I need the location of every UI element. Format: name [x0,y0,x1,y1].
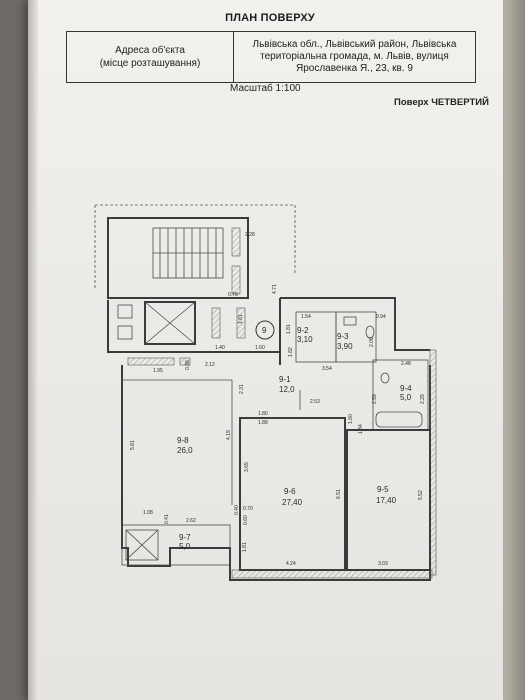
elevator-shaft [144,301,196,345]
outer-boundary-dashed [95,204,296,275]
room-id-9-7: 9-7 [179,533,191,542]
dim-label: 4.71 [272,284,278,294]
room-id-9-5: 9-5 [377,485,389,494]
balcony-shaft [125,529,159,561]
toilet-fixture [380,372,390,384]
dim-label: 2.31 [239,384,245,394]
dim-label: 1.81 [238,314,244,324]
dim-label: 0.94 [376,314,386,320]
elevator-cross [144,301,196,345]
dim-label: 1.40 [215,345,225,351]
dim-label: 1.54 [301,314,311,320]
room-9-3-outline [335,311,377,363]
shaft-hatch [211,307,221,339]
dim-label: 6.51 [336,489,342,499]
room-id-9-8: 9-8 [177,436,189,445]
address-line: Львівська обл., Львівський район, Львівс… [252,39,457,50]
shaft-hatch [236,307,246,339]
balcony-cross [125,529,159,561]
dim-label: 3.03 [378,561,388,567]
room-id-9-6: 9-6 [284,487,296,496]
dim-label: 0.78 [228,292,238,298]
dim-label: 1.81 [286,324,292,334]
room-area-9-1: 12,0 [279,385,295,394]
room-area-9-2: 3,10 [297,335,313,344]
vent-hatch [127,357,175,366]
room-id-9-4: 9-4 [400,384,412,393]
dim-label: 1.88 [258,420,268,426]
binding-edge [28,0,38,700]
document-title: ПЛАН ПОВЕРХУ [225,12,315,24]
shaft-hatch [231,227,241,257]
dim-label: 0.40 [234,505,240,515]
room-9-5-outline [346,429,431,571]
dim-label: 0.70 [243,506,253,512]
address-line: територіальна громада, м. Львів, вулиця [260,51,449,62]
dim-label: 2.28 [245,232,255,238]
facade-hatch [231,569,433,579]
dim-label: 5.81 [130,440,136,450]
apartment-outer-wall [121,365,431,581]
address-value-cell: Львівська обл., Львівський район, Львівс… [234,32,475,82]
scale-label: Масштаб 1:100 [230,83,301,94]
shaft-hatch [231,265,241,295]
dim-label: 2.48 [401,361,411,367]
dim-label: 3.65 [244,462,250,472]
dim-label: 4.19 [226,430,232,440]
dim-label: 2.62 [186,518,196,524]
sink-fixture [343,316,357,326]
room-9-8-outline [122,379,233,505]
room-id-9-3: 9-3 [337,332,349,341]
dim-label: 1.80 [258,411,268,417]
room-area-9-8: 26,0 [177,446,193,455]
vent-hatch [179,357,191,366]
stair-steps [153,228,223,278]
dim-label: 1.60 [255,345,265,351]
room-area-9-5: 17,40 [376,496,397,505]
room-area-9-3: 3,90 [337,342,353,351]
shaft-box [117,304,133,319]
unit-marker: 9 [262,326,267,335]
room-area-9-4: 5,0 [400,393,412,402]
address-label-note: (місце розташування) [99,58,201,69]
room-id-9-2: 9-2 [297,326,309,335]
address-label-cell: Адреса об'єкта (місце розташування) [67,32,234,82]
dim-label: 2.12 [205,362,215,368]
dim-label: 1.80 [348,414,354,424]
dim-label: 1.82 [288,347,294,357]
room-area-9-6: 27,40 [282,498,303,507]
apartment-outer-wall [280,297,430,351]
bathtub-fixture [375,411,423,428]
dim-label: 3.54 [322,366,332,372]
dim-label: 0.41 [164,514,170,524]
dim-label: 4.24 [286,561,296,567]
dim-label: 2.59 [372,394,378,404]
floor-label: Поверх ЧЕТВЕРТИЙ [394,97,489,108]
dim-label: 0.38 [185,360,191,370]
dim-label: 2.29 [420,394,426,404]
room-area-9-7: 5,0 [179,542,191,551]
shaft-box [117,325,133,340]
toilet-fixture [365,325,375,339]
dim-label: 1.95 [153,368,163,374]
corridor-wall [107,300,280,353]
dim-label: 2.08 [369,337,375,347]
dim-label: 5.52 [418,490,424,500]
dim-label: 2.53 [310,399,320,405]
dim-label: 0.60 [243,515,249,525]
stair-core [107,217,249,299]
dim-label: 1.81 [242,542,248,552]
room-9-7-outline [121,524,231,566]
address-line: Ярославенка Я., 23, кв. 9 [295,63,413,74]
address-table: Адреса об'єкта (місце розташування) Льві… [66,31,476,83]
address-label: Адреса об'єкта [115,45,185,56]
room-id-9-1: 9-1 [279,375,291,384]
unit-marker-circle [255,320,275,340]
dim-label: 1.08 [143,510,153,516]
room-9-6-outline [239,417,346,571]
